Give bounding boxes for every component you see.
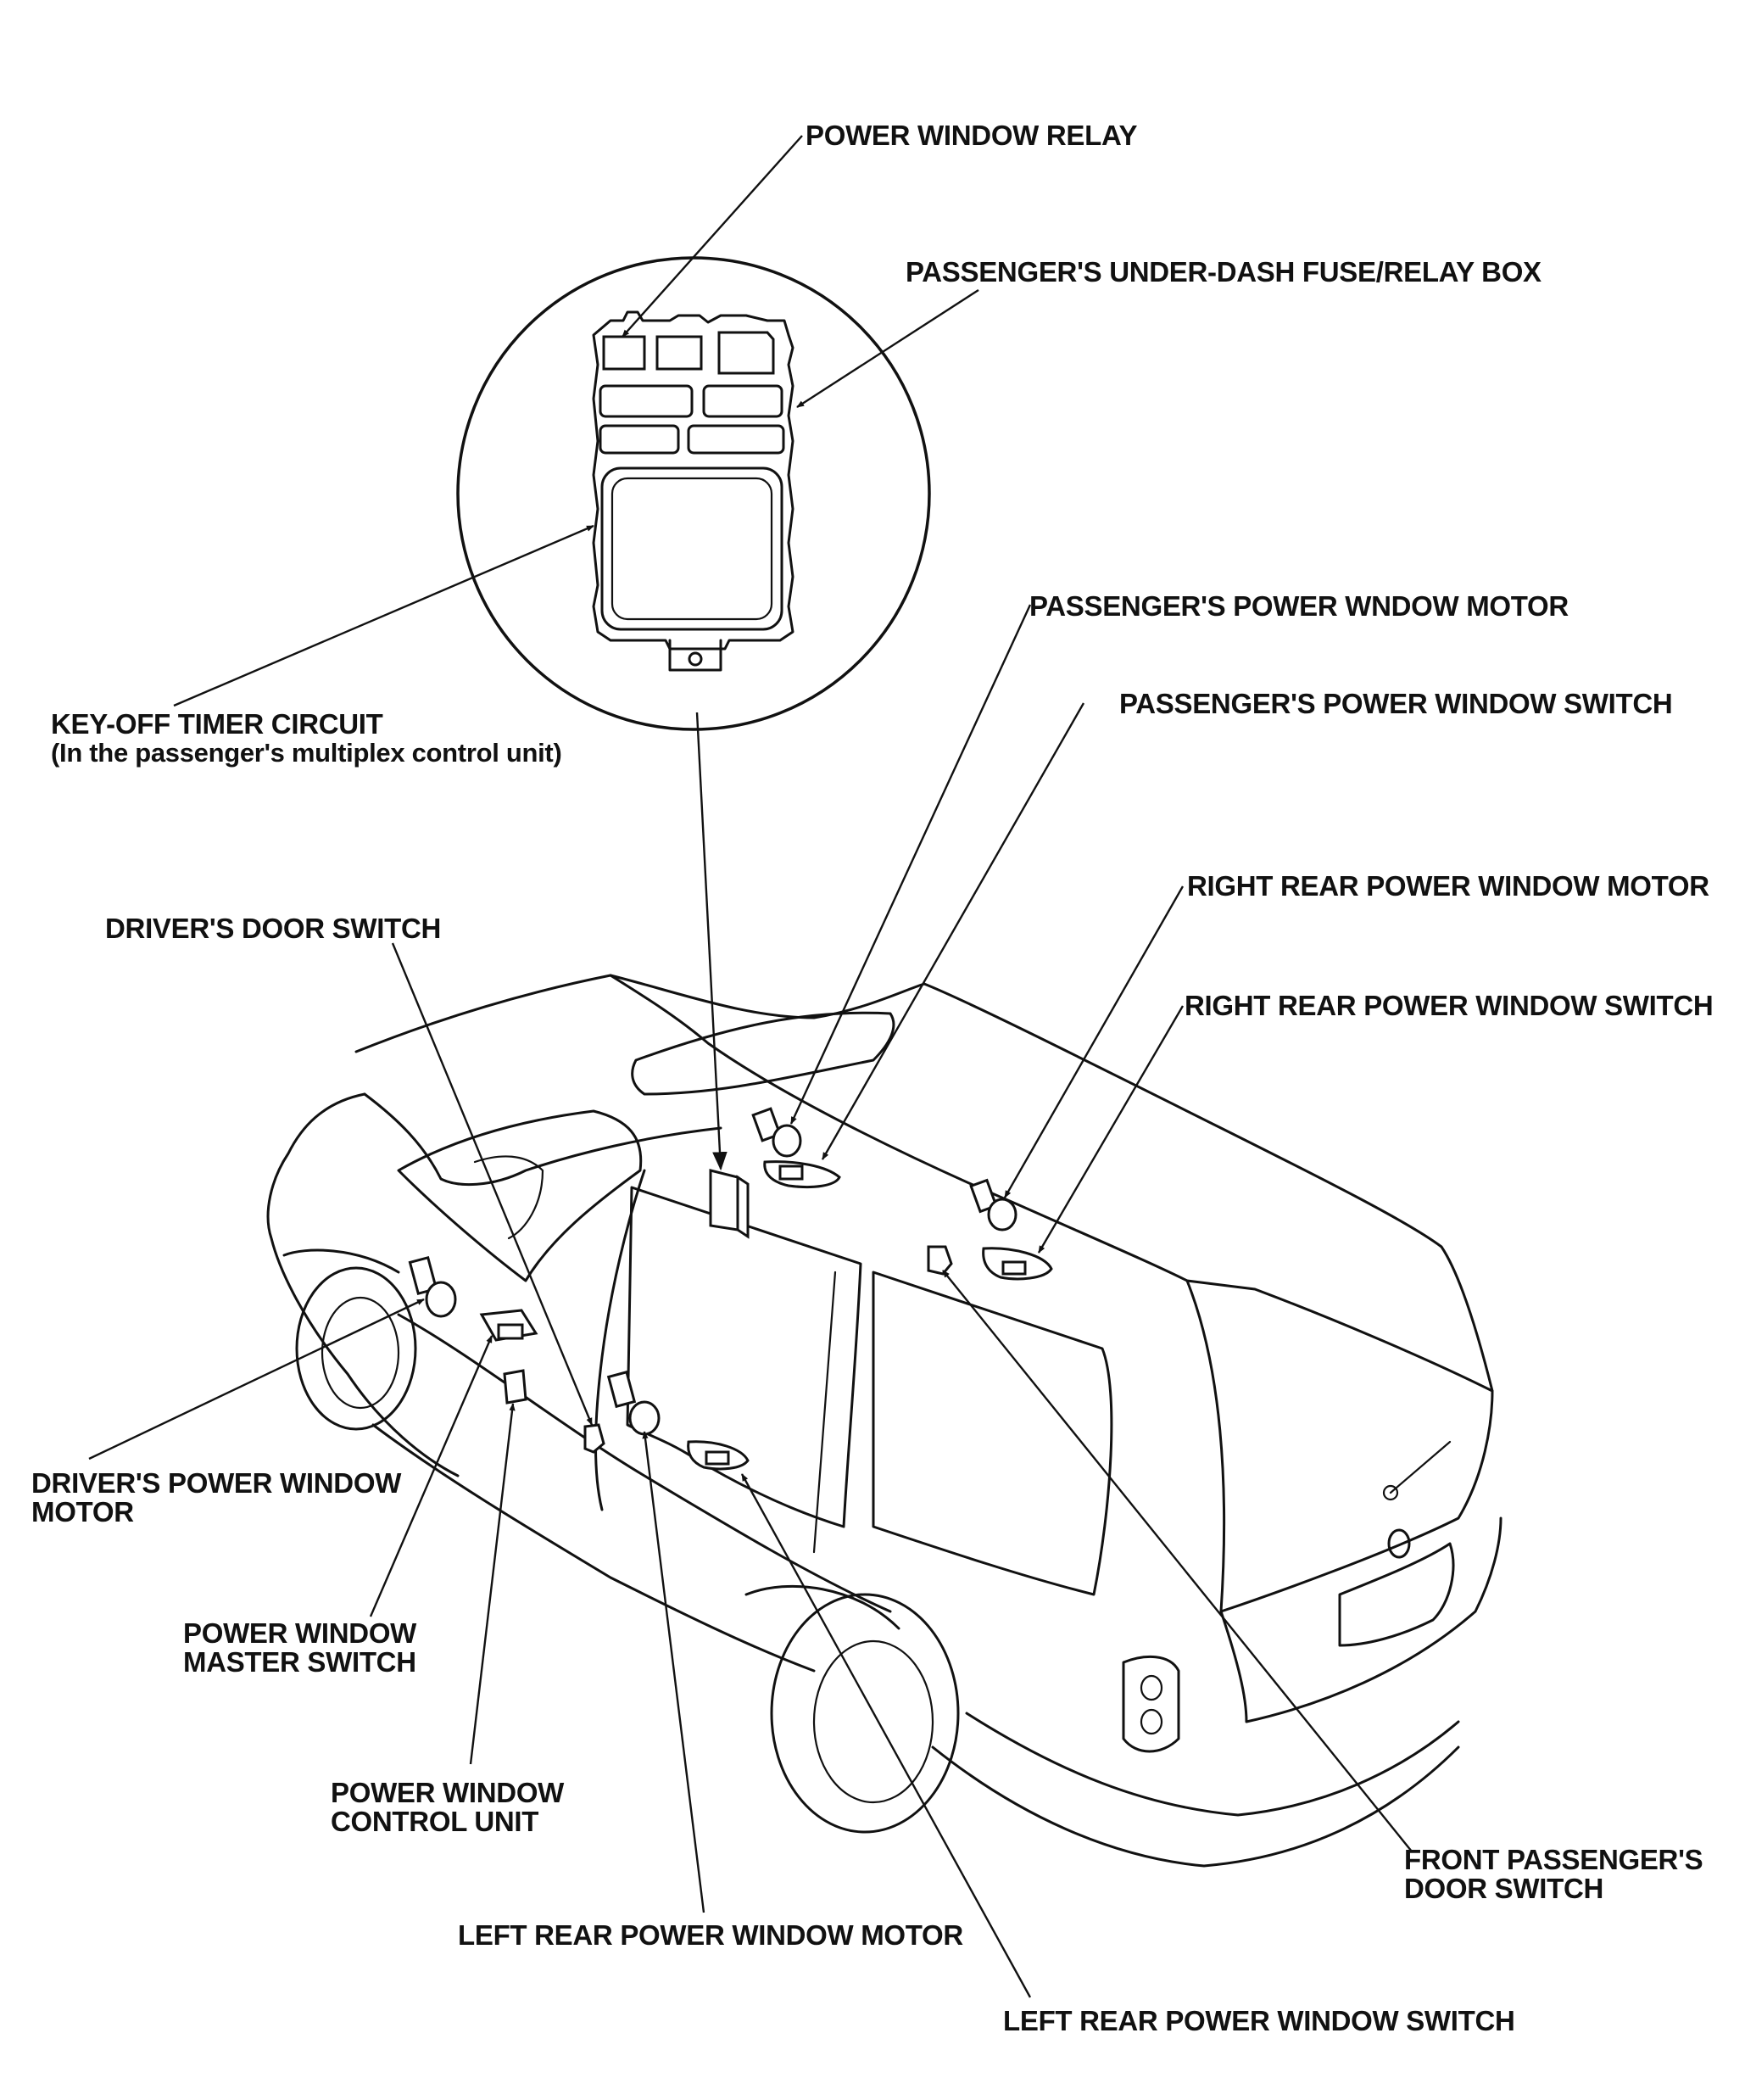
leader-front-pass-door <box>942 1270 1413 1852</box>
leader-rr-motor <box>1003 885 1185 1198</box>
leader-lr-switch <box>740 1473 1032 1998</box>
label-master-switch-line2: MASTER SWITCH <box>183 1646 416 1678</box>
zoom-inset <box>456 256 931 731</box>
leader-driver-door-switch <box>391 942 594 1426</box>
leader-driver-motor <box>88 1298 425 1461</box>
label-power-window-relay: POWER WINDOW RELAY <box>806 120 1138 151</box>
label-driver-door-switch: DRIVER'S DOOR SWITCH <box>105 913 442 944</box>
lr-window-motor-icon <box>606 1370 661 1436</box>
label-passenger-motor: PASSENGER'S POWER WNDOW MOTOR <box>1029 590 1569 622</box>
leader-passenger-switch <box>821 702 1085 1160</box>
driver-window-motor-icon <box>408 1255 457 1318</box>
label-key-off-timer-note: (In the passenger's multiplex control un… <box>51 738 562 768</box>
control-unit-icon <box>503 1369 527 1405</box>
label-front-pass-door: FRONT PASSENGER'S <box>1404 1844 1703 1875</box>
label-driver-motor-line2: MOTOR <box>31 1496 134 1528</box>
rr-window-switch-icon <box>982 1247 1053 1281</box>
leader-under-dash-box <box>796 288 979 409</box>
passenger-window-motor-icon <box>751 1107 802 1158</box>
leader-lines <box>88 135 1413 1998</box>
label-passenger-switch: PASSENGER'S POWER WINDOW SWITCH <box>1119 688 1673 719</box>
label-driver-motor: DRIVER'S POWER WINDOW <box>31 1467 402 1499</box>
label-front-pass-door-line2: DOOR SWITCH <box>1404 1873 1604 1904</box>
leader-lr-motor <box>642 1431 705 1913</box>
lr-window-switch-icon <box>687 1440 750 1471</box>
label-lr-switch: LEFT REAR POWER WINDOW SWITCH <box>1003 2005 1515 2036</box>
label-key-off-timer: KEY-OFF TIMER CIRCUIT <box>51 708 383 740</box>
label-control-unit: POWER WINDOW <box>331 1777 565 1808</box>
leader-control-unit <box>469 1403 516 1765</box>
leader-rr-switch <box>1037 1005 1185 1254</box>
leader-zoom-to-unit <box>695 712 728 1171</box>
master-switch-icon <box>479 1309 538 1342</box>
label-control-unit-line2: CONTROL UNIT <box>331 1806 539 1837</box>
front-passenger-door-switch-icon <box>927 1245 953 1276</box>
vehicle-illustration <box>266 974 1502 1868</box>
multiplex-unit-icon <box>709 1169 750 1239</box>
driver-door-switch-icon <box>583 1423 605 1454</box>
label-rr-switch: RIGHT REAR POWER WINDOW SWITCH <box>1185 990 1714 1021</box>
label-master-switch: POWER WINDOW <box>183 1617 417 1649</box>
rr-window-motor-icon <box>969 1178 1017 1232</box>
label-under-dash-box: PASSENGER'S UNDER-DASH FUSE/RELAY BOX <box>906 256 1542 288</box>
passenger-window-switch-icon <box>763 1160 841 1189</box>
leader-passenger-motor <box>789 604 1032 1125</box>
fuse-relay-box-icon <box>592 310 794 672</box>
leader-power-window-relay <box>622 135 803 338</box>
power-window-relay-icon <box>602 335 646 371</box>
leader-key-off-timer <box>173 524 594 707</box>
label-rr-motor: RIGHT REAR POWER WINDOW MOTOR <box>1187 870 1709 902</box>
leader-master-switch <box>369 1335 493 1617</box>
label-lr-motor: LEFT REAR POWER WINDOW MOTOR <box>458 1919 963 1951</box>
